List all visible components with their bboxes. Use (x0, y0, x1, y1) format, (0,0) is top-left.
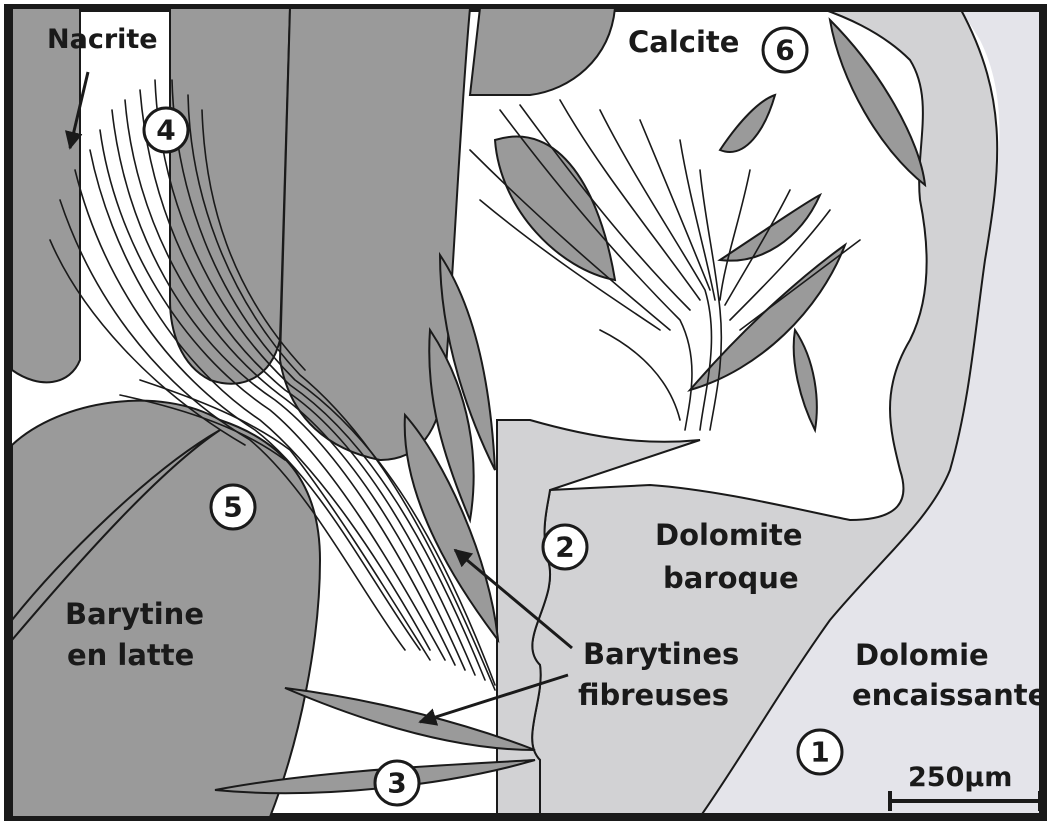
barytine-lath-top-2 (170, 8, 290, 384)
marker-1: 1 (798, 730, 842, 774)
svg-text:6: 6 (775, 34, 794, 67)
svg-text:5: 5 (223, 491, 242, 524)
marker-4: 4 (144, 108, 188, 152)
svg-text:4: 4 (156, 114, 175, 147)
barytine-lath-top-1 (12, 8, 80, 382)
label-barytine-latte-line2: en latte (67, 638, 194, 672)
label-barytine-latte-line1: Barytine (65, 597, 204, 631)
label-dolomie-line2: encaissante (852, 678, 1047, 712)
label-dolomie-line1: Dolomie (855, 638, 989, 672)
svg-text:3: 3 (387, 767, 406, 800)
label-barytines-fib-line2: fibreuses (578, 678, 729, 712)
label-nacrite: Nacrite (47, 24, 158, 55)
marker-3: 3 (375, 761, 419, 805)
label-dolomite-line1: Dolomite (655, 518, 803, 552)
label-calcite: Calcite (628, 25, 739, 59)
scale-label: 250µm (908, 762, 1012, 793)
marker-6: 6 (763, 28, 807, 72)
marker-2: 2 (543, 525, 587, 569)
label-dolomite-line2: baroque (663, 561, 799, 595)
label-barytines-fib-line1: Barytines (583, 637, 739, 671)
svg-text:1: 1 (810, 736, 829, 769)
marker-5: 5 (211, 485, 255, 529)
svg-text:2: 2 (555, 531, 574, 564)
